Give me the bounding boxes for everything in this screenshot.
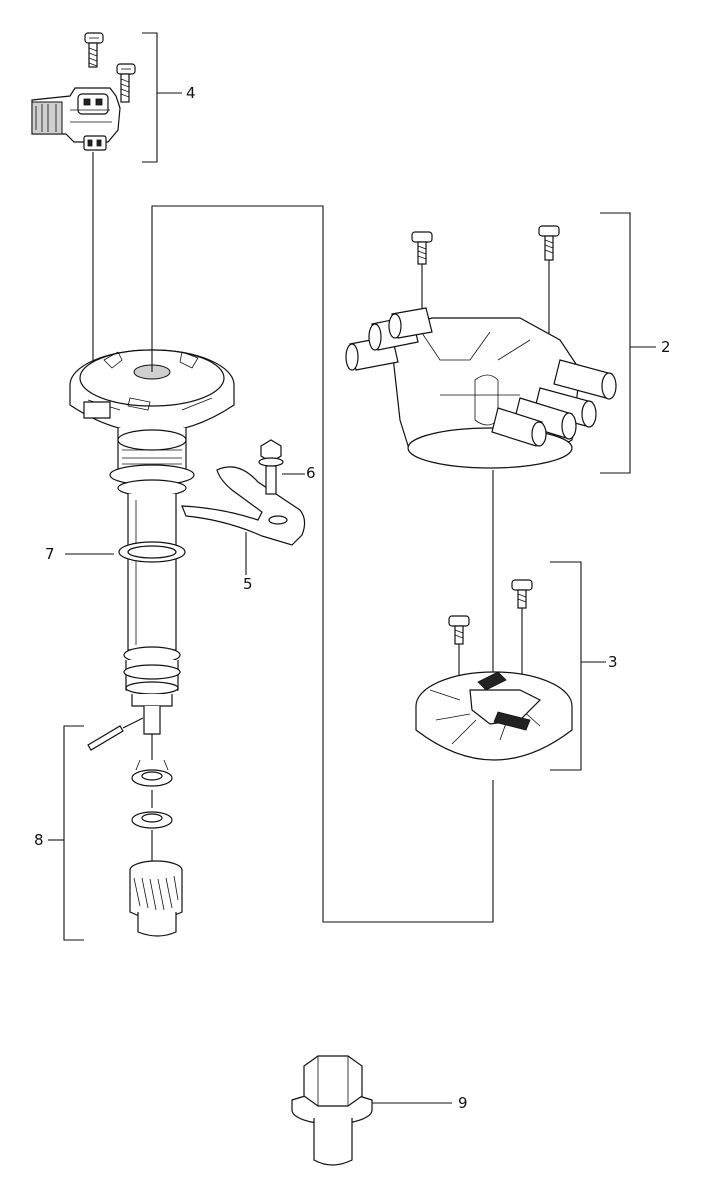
assembly-connector-lines bbox=[151, 205, 494, 923]
module-screw-lower bbox=[116, 63, 136, 103]
callout-8: 8 bbox=[34, 831, 44, 849]
callout-3: 3 bbox=[608, 653, 618, 671]
cap-screw-right bbox=[538, 225, 560, 338]
bolt-part-6 bbox=[258, 439, 305, 495]
callout-9: 9 bbox=[458, 1094, 468, 1112]
module-screw-upper bbox=[84, 32, 104, 68]
callout-5: 5 bbox=[243, 575, 253, 593]
distributor-cap-part-2 bbox=[345, 212, 656, 700]
hold-down-clamp-part-5 bbox=[181, 466, 306, 575]
callout-7: 7 bbox=[45, 545, 55, 563]
ignition-module-part-4 bbox=[31, 32, 182, 400]
rotor-screw-right bbox=[511, 579, 533, 690]
cap-towers-right bbox=[491, 359, 617, 447]
callout-2: 2 bbox=[661, 338, 671, 356]
callout-6: 6 bbox=[306, 464, 316, 482]
cap-towers-left bbox=[345, 307, 433, 371]
o-ring-part-7 bbox=[65, 541, 186, 563]
rotor-part-3 bbox=[415, 561, 606, 771]
callout-4: 4 bbox=[186, 84, 196, 102]
drive-gear-kit-part-8 bbox=[48, 717, 183, 941]
flange-bolt-part-9 bbox=[291, 1055, 452, 1166]
